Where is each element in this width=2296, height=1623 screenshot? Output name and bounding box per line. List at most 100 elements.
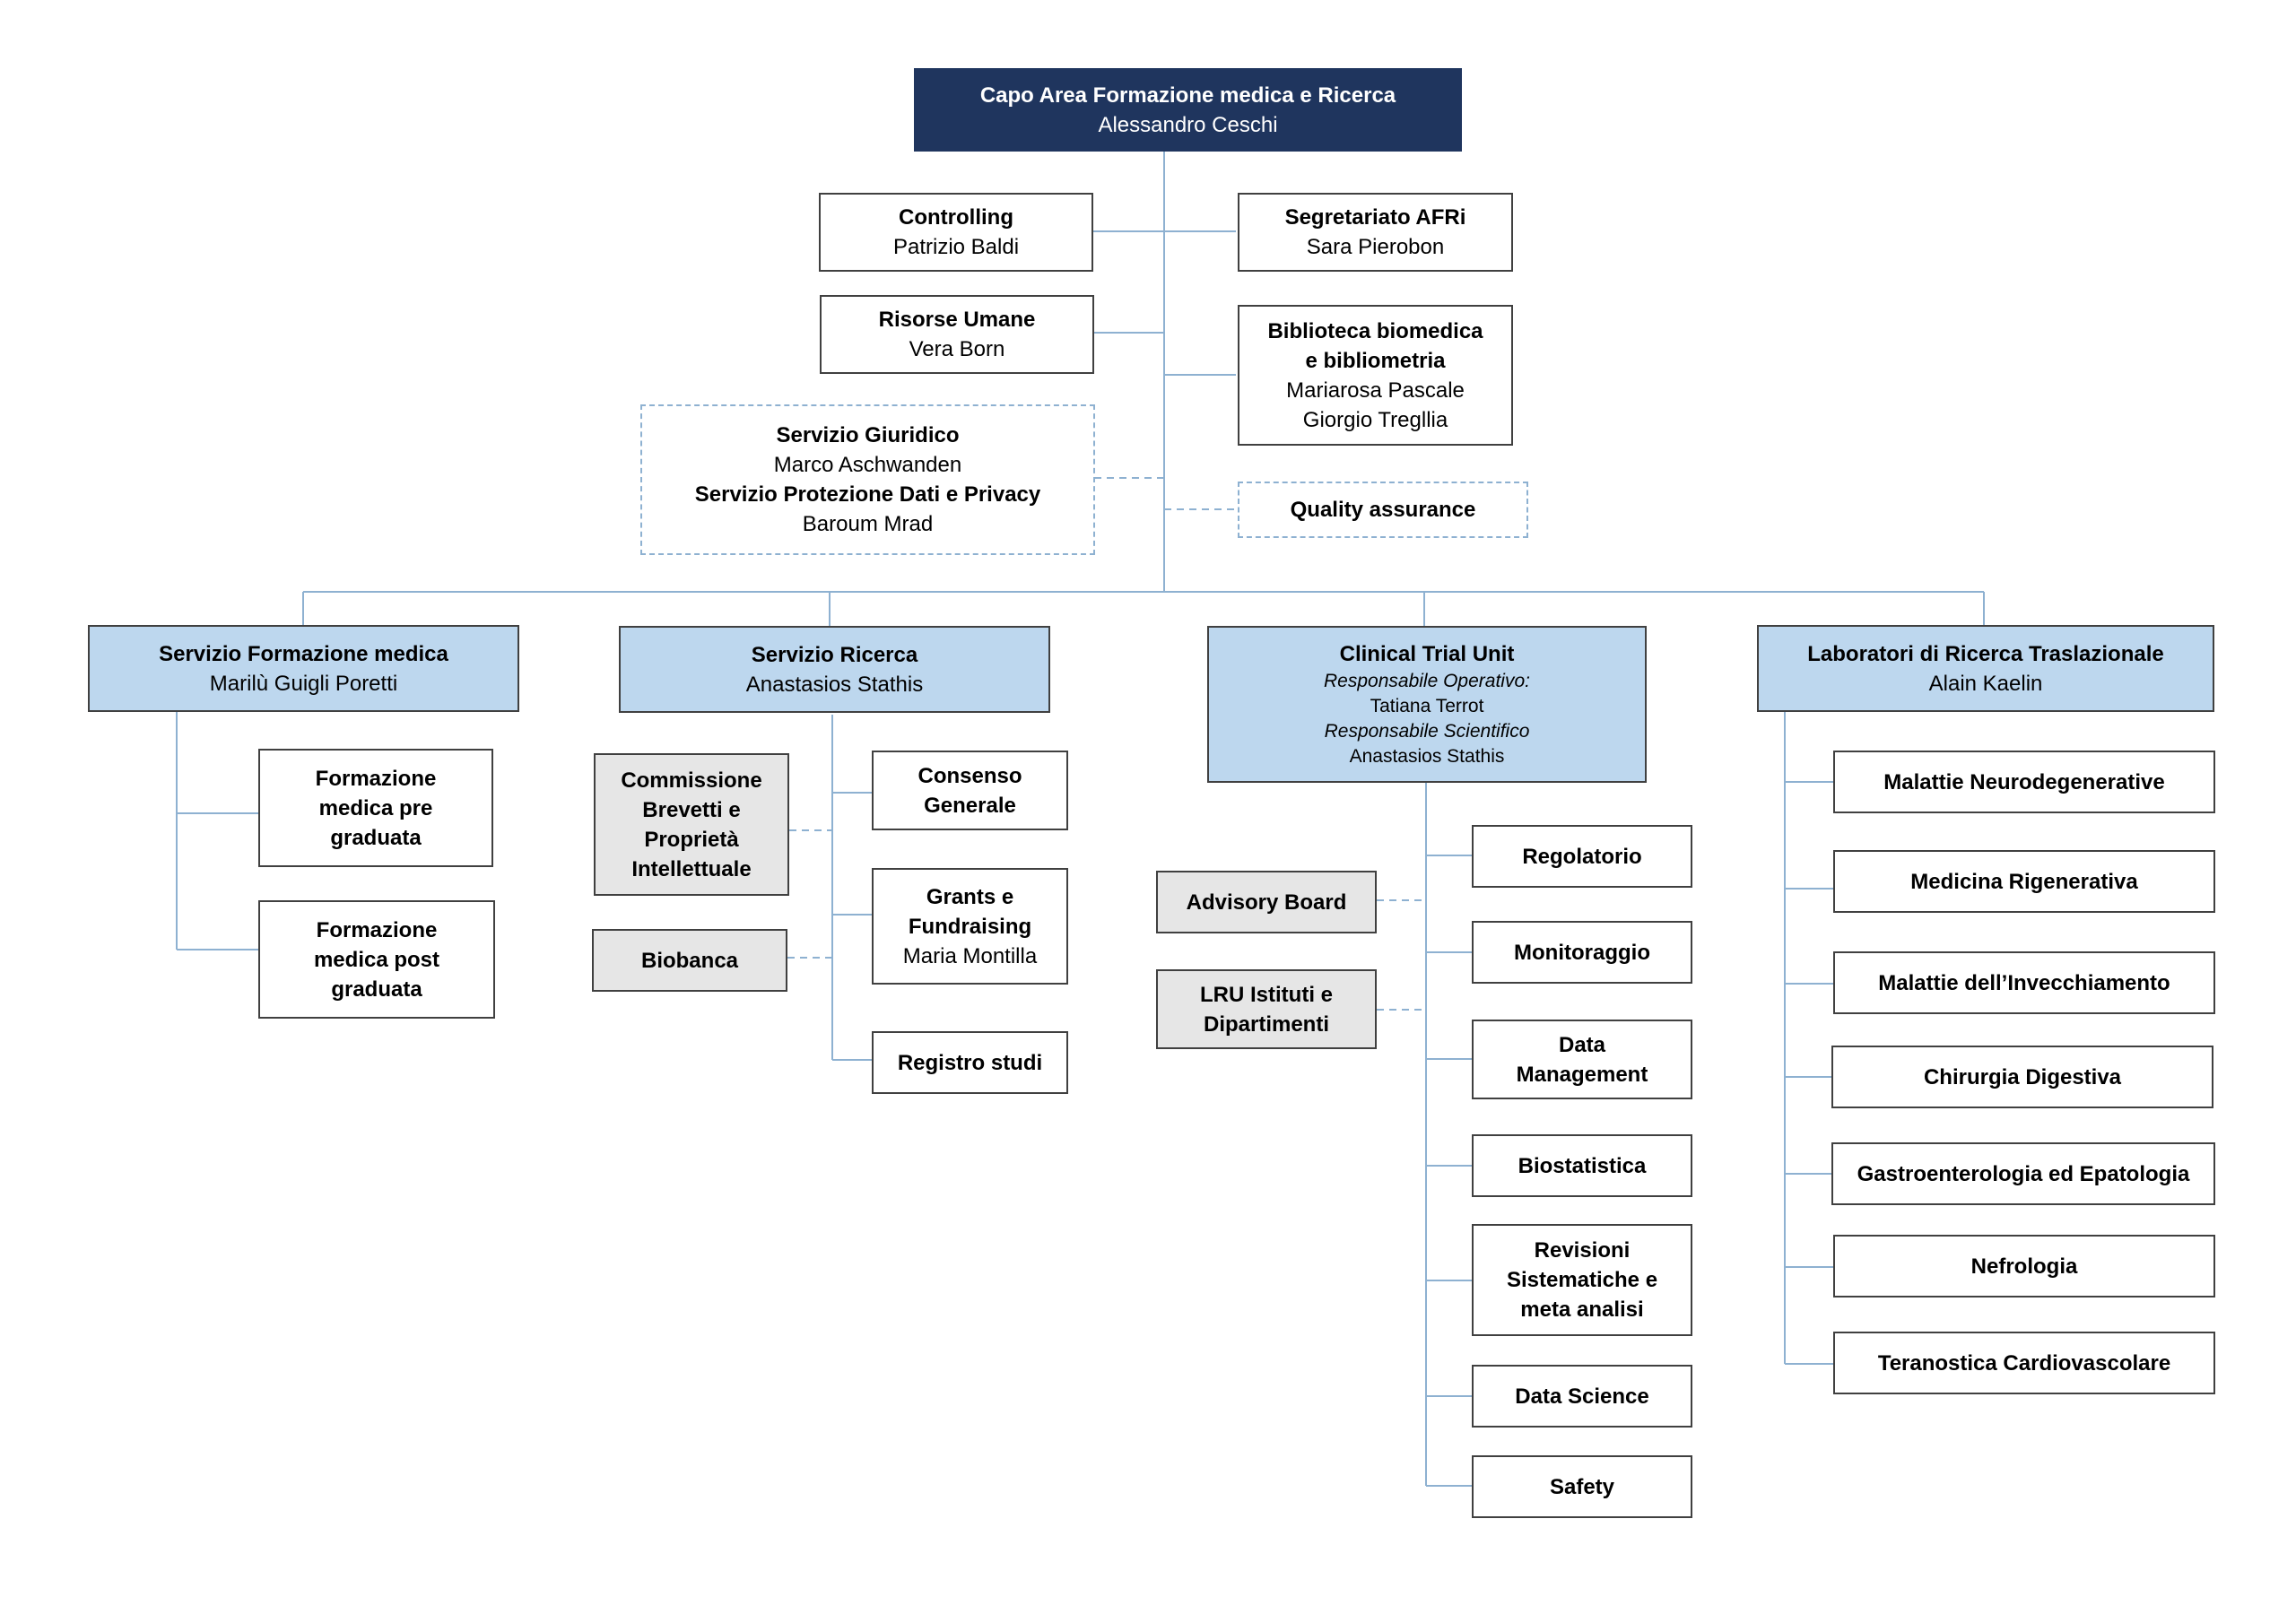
ctu-name-1: Tatiana Terrot [1370,696,1484,716]
formazione-post-l3: graduata [331,976,422,1002]
formazione-post-l1: Formazione [316,917,438,942]
biblioteca-name-2: Giorgio Tregllia [1302,407,1448,432]
formazione-pre-l1: Formazione [315,766,437,791]
lab-label-1: Malattie Neurodegenerative [1883,769,2165,794]
formazione-post-l2: medica post [313,947,440,972]
revisioni-l1: Revisioni [1534,1238,1631,1263]
giuridico-title-2: Servizio Protezione Dati e Privacy [694,482,1041,507]
giuridico-name-1: Marco Aschwanden [773,453,962,477]
safety-label: Safety [1549,1474,1615,1499]
grants-box: Grants e Fundraising Maria Montilla [872,868,1068,985]
data-management-l1: Data [1558,1032,1606,1057]
lab-label-5: Gastroenterologia ed Epatologia [1857,1161,2190,1186]
grants-l1: Grants e [926,884,1014,909]
laboratori-name: Alain Kaelin [1928,671,2043,696]
lab-label-4: Chirurgia Digestiva [1923,1064,2122,1089]
head-name: Alessandro Ceschi [1098,112,1278,137]
segretariato-title: Segretariato AFRi [1284,205,1466,230]
consenso-l1: Consenso [918,763,1022,788]
advisory-board-label: Advisory Board [1186,890,1347,915]
safety-box: Safety [1472,1455,1692,1518]
lru-l2: Dipartimenti [1203,1011,1329,1037]
biostatistica-box: Biostatistica [1472,1134,1692,1197]
advisory-board-box: Advisory Board [1156,871,1377,933]
quality-title: Quality assurance [1290,498,1476,522]
lab-box-1: Malattie Neurodegenerative [1833,751,2215,813]
monitoraggio-box: Monitoraggio [1472,921,1692,984]
formazione-pre-l2: medica pre [318,795,433,820]
commissione-box: Commissione Brevetti e Proprietà Intelle… [594,753,789,896]
ricerca-name: Anastasios Stathis [745,672,924,697]
revisioni-box: Revisioni Sistematiche e meta analisi [1472,1224,1692,1336]
registro-box: Registro studi [872,1031,1068,1094]
biobanca-box: Biobanca [592,929,787,992]
segretariato-name: Sara Pierobon [1306,235,1445,259]
lru-box: LRU Istituti e Dipartimenti [1156,969,1377,1049]
biobanca-label: Biobanca [640,948,739,973]
risorse-umane-box: Risorse Umane Vera Born [820,295,1094,374]
ctu-title: Clinical Trial Unit [1339,642,1515,666]
data-management-box: Data Management [1472,1020,1692,1099]
lab-box-7: Teranostica Cardiovascolare [1833,1332,2215,1394]
lab-label-2: Medicina Rigenerativa [1910,869,2138,894]
regolatorio-box: Regolatorio [1472,825,1692,888]
quality-box: Quality assurance [1238,482,1528,538]
ricerca-title: Servizio Ricerca [751,642,918,667]
biblioteca-box: Biblioteca biomedica e bibliometria Mari… [1238,305,1513,446]
lab-label-3: Malattie dell’Invecchiamento [1878,970,2170,995]
lab-box-2: Medicina Rigenerativa [1833,850,2215,913]
lru-l1: LRU Istituti e [1200,982,1333,1007]
formazione-pre-l3: graduata [330,825,422,850]
grants-l2: Fundraising [908,914,1032,939]
risorse-umane-name: Vera Born [909,337,1005,361]
biostatistica-label: Biostatistica [1518,1153,1647,1178]
commissione-l2: Brevetti e [642,797,741,822]
registro-label: Registro studi [897,1050,1043,1075]
revisioni-l2: Sistematiche e [1506,1268,1658,1292]
formazione-title: Servizio Formazione medica [159,641,448,666]
commissione-l4: Intellettuale [631,856,752,881]
lab-box-4: Chirurgia Digestiva [1831,1046,2213,1108]
lab-box-5: Gastroenterologia ed Epatologia [1831,1142,2215,1205]
laboratori-box: Laboratori di Ricerca Traslazionale Alai… [1757,625,2214,712]
biblioteca-title-2: e bibliometria [1305,348,1446,373]
formazione-pre-box: Formazione medica pre graduata [258,749,493,867]
regolatorio-label: Regolatorio [1522,844,1642,869]
biblioteca-name-1: Mariarosa Pascale [1286,378,1465,403]
lab-box-3: Malattie dell’Invecchiamento [1833,951,2215,1014]
lab-box-6: Nefrologia [1833,1235,2215,1298]
controlling-title: Controlling [899,205,1013,230]
head-box: Capo Area Formazione medica e Ricerca Al… [914,68,1462,152]
revisioni-l3: meta analisi [1520,1298,1644,1322]
giuridico-box: Servizio Giuridico Marco Aschwanden Serv… [640,404,1095,555]
commissione-l3: Proprietà [644,827,739,852]
commissione-l1: Commissione [621,768,762,793]
data-management-l2: Management [1516,1062,1648,1087]
laboratori-title: Laboratori di Ricerca Traslazionale [1807,641,2164,666]
lab-label-6: Nefrologia [1970,1254,2078,1279]
data-science-label: Data Science [1515,1384,1649,1409]
risorse-umane-title: Risorse Umane [878,308,1036,332]
segretariato-box: Segretariato AFRi Sara Pierobon [1238,193,1513,272]
formazione-name: Marilù Guigli Poretti [209,671,398,696]
controlling-box: Controlling Patrizio Baldi [819,193,1093,272]
ctu-box: Clinical Trial Unit Responsabile Operati… [1207,626,1647,783]
monitoraggio-label: Monitoraggio [1514,940,1650,965]
data-science-box: Data Science [1472,1365,1692,1428]
ricerca-box: Servizio Ricerca Anastasios Stathis [619,626,1050,713]
giuridico-title-1: Servizio Giuridico [776,423,960,447]
consenso-l2: Generale [924,793,1016,818]
formazione-box: Servizio Formazione medica Marilù Guigli… [88,625,519,712]
controlling-name: Patrizio Baldi [892,235,1020,259]
formazione-post-box: Formazione medica post graduata [258,900,495,1019]
lab-label-7: Teranostica Cardiovascolare [1877,1350,2171,1376]
ctu-role-2: Responsabile Scientifico [1324,721,1530,742]
biblioteca-title-1: Biblioteca biomedica [1267,318,1483,343]
ctu-name-2: Anastasios Stathis [1349,746,1505,767]
head-title: Capo Area Formazione medica e Ricerca [979,82,1396,108]
grants-name: Maria Montilla [902,943,1038,968]
giuridico-name-2: Baroum Mrad [802,512,934,536]
ctu-role-1: Responsabile Operativo: [1324,671,1530,691]
